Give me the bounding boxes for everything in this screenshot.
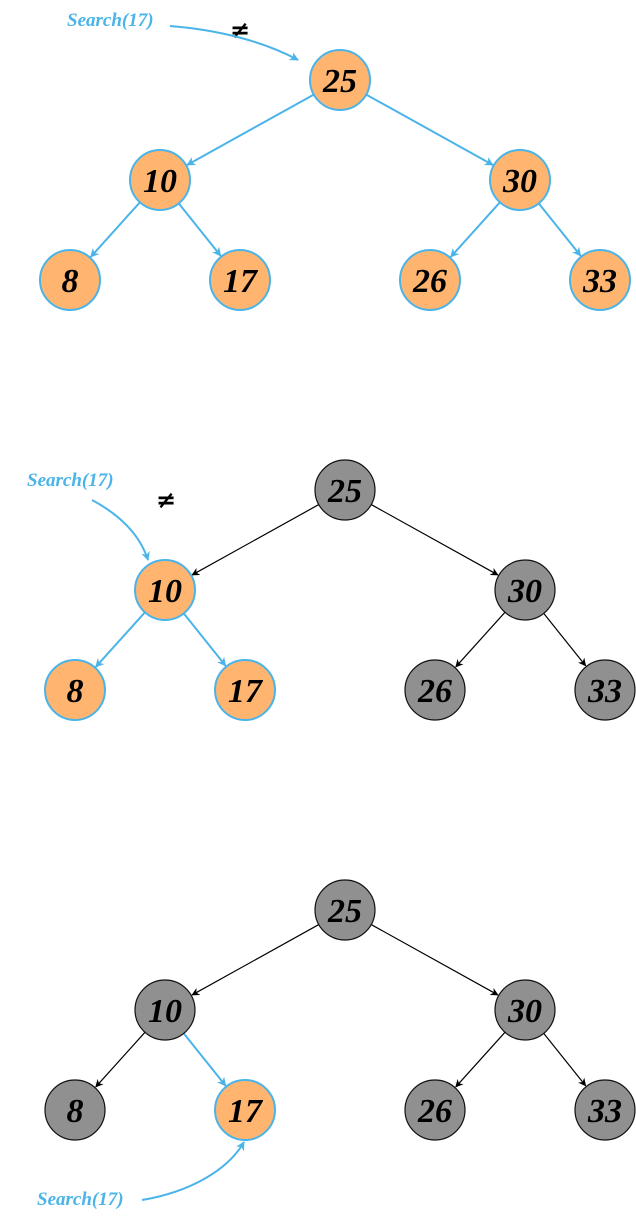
node-circle	[214, 1079, 276, 1141]
node-circle	[44, 659, 106, 721]
edge-10-to-17	[182, 1032, 227, 1087]
node-label: 33	[582, 263, 617, 300]
node-circle	[494, 979, 556, 1041]
node-label: 10	[148, 573, 182, 610]
tree-node-30: 30	[489, 149, 551, 211]
node-label: 8	[67, 673, 84, 710]
edge-25-to-30	[370, 504, 499, 576]
panel-3: Search(17) 25 10 30 8 17 26 33	[37, 879, 636, 1210]
tree-node-33: 33	[574, 1079, 636, 1141]
node-label: 33	[587, 673, 622, 710]
tree-node-26: 26	[399, 249, 461, 311]
edge-10-to-17	[182, 612, 227, 667]
node-circle	[44, 1079, 106, 1141]
tree-node-8: 8	[44, 659, 106, 721]
node-circle	[494, 559, 556, 621]
node-label: 17	[223, 263, 259, 300]
edge-30-to-26	[455, 611, 506, 668]
node-label: 26	[417, 673, 452, 710]
node-label: 26	[417, 1093, 452, 1130]
tree-node-25: 25	[314, 879, 376, 941]
edge-10-to-8	[89, 201, 141, 258]
node-circle	[39, 249, 101, 311]
search-label: Search(17)	[67, 10, 154, 31]
tree-node-8: 8	[39, 249, 101, 311]
node-label: 17	[228, 1093, 264, 1130]
search-pointer-arrow	[169, 25, 299, 61]
node-label: 25	[322, 63, 357, 100]
node-circle	[399, 249, 461, 311]
edge-25-to-10	[191, 924, 320, 996]
node-label: 10	[143, 163, 177, 200]
node-circle	[314, 459, 376, 521]
node-label: 10	[148, 993, 182, 1030]
not-equal-symbol: ≠	[156, 486, 176, 514]
tree-node-10: 10	[134, 559, 196, 621]
search-label: Search(17)	[27, 470, 114, 491]
tree-node-17: 17	[214, 659, 276, 721]
node-circle	[309, 49, 371, 111]
edge-25-to-10	[191, 504, 320, 576]
tree-node-26: 26	[404, 659, 466, 721]
edge-30-to-26	[455, 1031, 506, 1088]
edge-30-to-33	[543, 613, 587, 667]
edge-30-to-33	[543, 1033, 587, 1087]
edge-25-to-30	[370, 924, 499, 996]
search-label: Search(17)	[37, 1189, 124, 1210]
tree-node-17: 17	[214, 1079, 276, 1141]
tree-node-26: 26	[404, 1079, 466, 1141]
edge-30-to-33	[537, 202, 582, 257]
node-label: 8	[67, 1093, 84, 1130]
node-circle	[569, 249, 631, 311]
node-label: 30	[507, 993, 542, 1030]
tree-node-33: 33	[569, 249, 631, 311]
tree-node-25: 25	[314, 459, 376, 521]
node-circle	[489, 149, 551, 211]
tree-node-30: 30	[494, 979, 556, 1041]
tree-node-17: 17	[209, 249, 271, 311]
tree-node-25: 25	[309, 49, 371, 111]
node-circle	[209, 249, 271, 311]
edge-10-to-17	[177, 202, 222, 257]
node-label: 8	[62, 263, 79, 300]
node-circle	[134, 559, 196, 621]
node-circle	[214, 659, 276, 721]
edge-10-to-8	[95, 1031, 146, 1088]
tree-node-30: 30	[494, 559, 556, 621]
node-label: 17	[228, 673, 264, 710]
node-circle	[574, 1079, 636, 1141]
node-label: 25	[327, 893, 362, 930]
node-circle	[134, 979, 196, 1041]
node-label: 26	[412, 263, 447, 300]
node-circle	[314, 879, 376, 941]
panel-2: Search(17) ≠ 25 10 30 8 17 26 33	[27, 459, 636, 721]
node-label: 30	[502, 163, 537, 200]
search-pointer-arrow	[91, 499, 150, 561]
tree-node-33: 33	[574, 659, 636, 721]
search-pointer-arrow	[141, 1141, 245, 1201]
node-label: 33	[587, 1093, 622, 1130]
edge-25-to-10	[186, 93, 315, 166]
edge-25-to-30	[365, 93, 494, 166]
node-circle	[404, 1079, 466, 1141]
tree-node-8: 8	[44, 1079, 106, 1141]
node-label: 30	[507, 573, 542, 610]
node-label: 25	[327, 473, 362, 510]
node-circle	[404, 659, 466, 721]
node-circle	[574, 659, 636, 721]
node-circle	[129, 149, 191, 211]
tree-node-10: 10	[129, 149, 191, 211]
edge-30-to-26	[449, 201, 501, 258]
tree-node-10: 10	[134, 979, 196, 1041]
edge-10-to-8	[94, 611, 146, 668]
